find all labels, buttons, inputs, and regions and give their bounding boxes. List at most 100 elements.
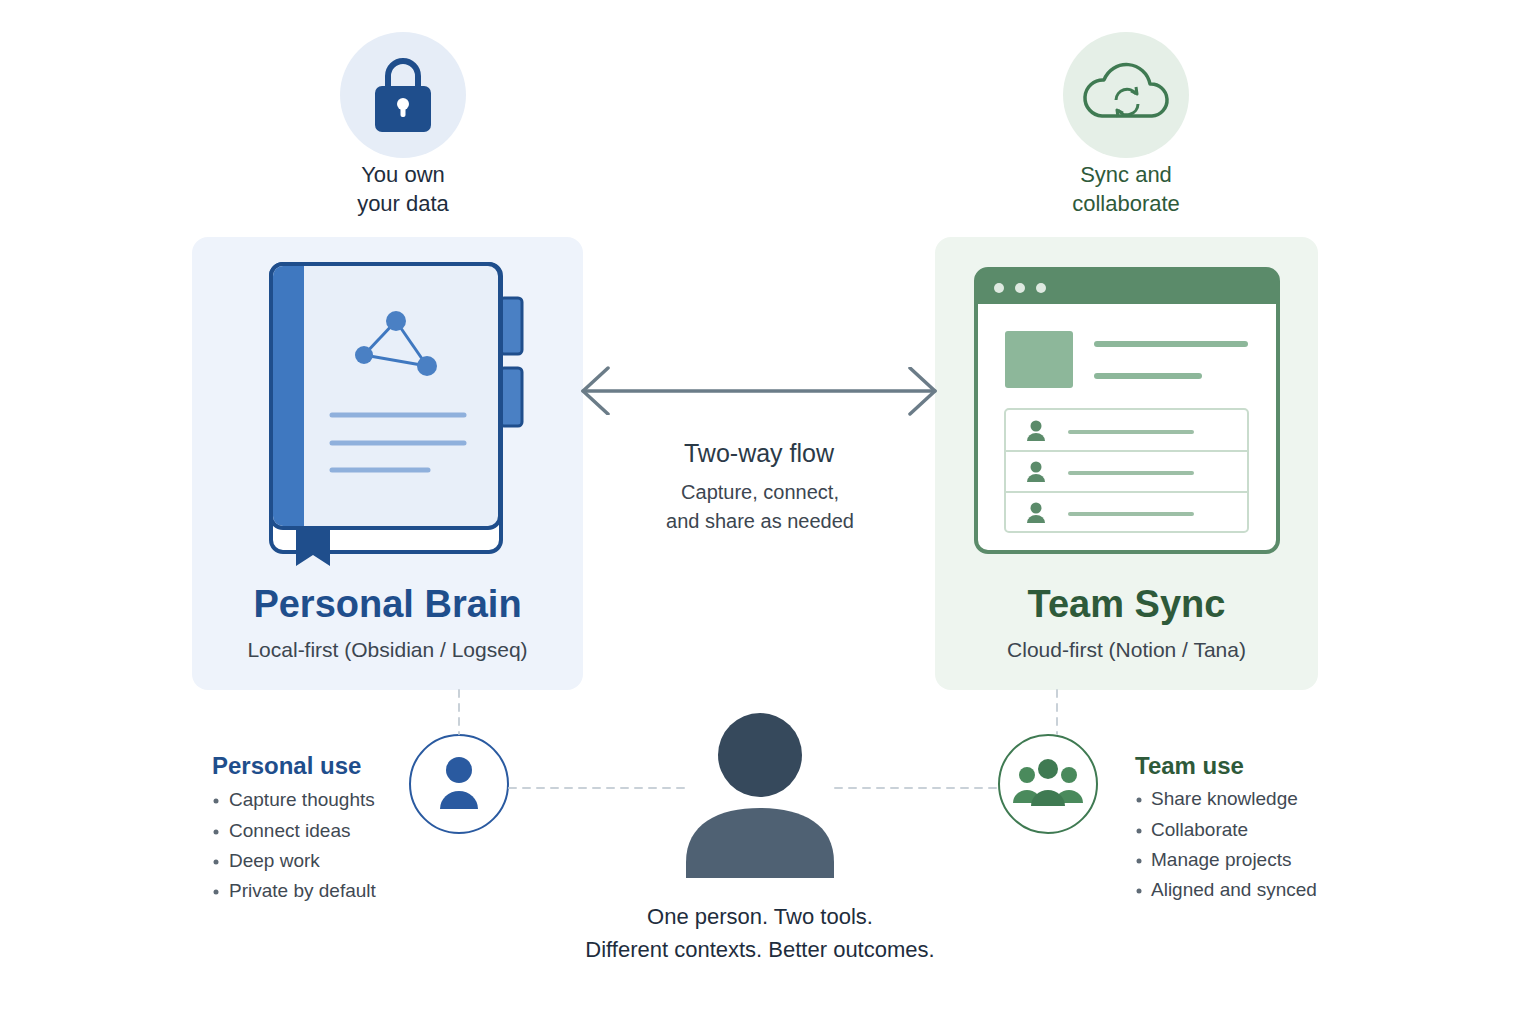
notebook-illustration (364, 321, 396, 355)
circle-outline (340, 32, 466, 158)
icon-caption: Sync and collaborate (1066, 160, 1186, 218)
connector-layer (459, 391, 1057, 788)
bullet-item: Deep work (229, 849, 459, 873)
lock-icon (375, 61, 431, 132)
use-heading: Personal use (212, 751, 402, 781)
panel-subtitle: Local-first (Obsidian / Logseq) (192, 636, 583, 664)
lock-icon (375, 86, 431, 132)
icon-circle: Sync and collaborate (1063, 32, 1189, 158)
notebook-illustration (332, 413, 464, 418)
browser-illustration (1070, 430, 1192, 434)
bullet-item: Aligned and synced (1151, 878, 1381, 902)
person-figure: One person. Two tools.Different contexts… (685, 712, 835, 878)
notebook-illustration (355, 346, 373, 364)
person-icon (446, 757, 472, 783)
notebook-illustration (500, 368, 522, 426)
lock-icon (397, 98, 409, 110)
browser-illustration (1005, 409, 1248, 532)
circle-outline (409, 734, 509, 834)
bullet-dot (214, 890, 219, 895)
browser-illustration (994, 283, 1004, 293)
icon-caption: You own your data (343, 160, 463, 218)
team-icon (1055, 790, 1083, 803)
panel-subtitle: Cloud-first (Notion / Tana) (935, 636, 1318, 664)
browser-illustration (1031, 421, 1042, 432)
bullet-item: Collaborate (1151, 818, 1381, 842)
tool-panel: Personal BrainLocal-first (Obsidian / Lo… (192, 237, 583, 690)
circle-outline (1063, 32, 1189, 158)
bullet-dot (1137, 889, 1142, 894)
browser-illustration (1027, 433, 1045, 441)
browser-illustration (1097, 341, 1245, 347)
flow-note: Capture, connect, and share as needed (665, 478, 855, 536)
user-circle: Personal useCapture thoughtsConnect idea… (409, 734, 509, 834)
browser-illustration (1070, 512, 1192, 516)
cloud-sync-icon (1131, 87, 1137, 94)
notebook-illustration (417, 356, 437, 376)
notebook-illustration (273, 266, 304, 526)
person-body (686, 808, 834, 878)
team-icon (1031, 790, 1065, 806)
cloud-sync-icon (1085, 65, 1167, 116)
bullet-dot (1137, 798, 1142, 803)
browser-illustration (1027, 474, 1045, 482)
use-heading: Team use (1135, 751, 1325, 781)
person-icon (440, 791, 478, 809)
lock-icon (388, 61, 418, 90)
bullet-dot (214, 830, 219, 835)
dashed-connector (458, 690, 460, 734)
notebook-illustration (271, 264, 500, 528)
person-icon (440, 757, 478, 809)
cloud-sync-icon (1118, 104, 1138, 115)
browser-illustration (1036, 283, 1046, 293)
bullet-item: Connect ideas (229, 819, 459, 843)
bullet-item: Share knowledge (1151, 787, 1381, 811)
team-icon (1013, 759, 1083, 806)
team-icon (1061, 767, 1077, 783)
browser-illustration (1015, 283, 1025, 293)
dashed-connector (835, 787, 998, 789)
notebook-illustration (296, 528, 330, 566)
bullet-dot (214, 798, 1142, 895)
notebook-illustration (386, 311, 406, 331)
notebook-illustration (364, 355, 427, 366)
lock-icon (401, 104, 406, 117)
browser-illustration (1097, 373, 1199, 379)
notebook-illustration (396, 321, 427, 366)
notebook-illustration (271, 264, 501, 552)
panel-title: Team Sync (935, 580, 1318, 628)
bullet-dot (214, 860, 219, 865)
browser-illustration (1027, 515, 1045, 523)
notebook-illustration (271, 264, 522, 566)
bullet-item: Private by default (229, 879, 459, 903)
notebook-illustration (500, 298, 522, 354)
bullet-dot (1137, 829, 1142, 834)
browser-illustration (976, 269, 1278, 552)
panel-title: Personal Brain (192, 580, 583, 628)
caption-line: Different contexts. Better outcomes. (460, 935, 1060, 964)
cloud-sync-icon (1116, 89, 1136, 100)
browser-illustration (1005, 450, 1248, 452)
flow-arrow (583, 389, 935, 393)
circle-outline (998, 734, 1098, 834)
dashed-connector (1056, 690, 1058, 734)
cloud-sync-icon (1085, 65, 1167, 117)
browser-illustration (1070, 471, 1192, 475)
browser-illustration (1005, 491, 1248, 493)
icon-circle: You own your data (340, 32, 466, 158)
notebook-illustration (332, 441, 464, 446)
bullet-item: Capture thoughts (229, 788, 459, 812)
bullet-item: Manage projects (1151, 848, 1381, 872)
browser-illustration (976, 269, 1278, 304)
dashed-connector (509, 787, 685, 789)
team-icon (1013, 790, 1041, 803)
edge-label: Two-way flow (629, 438, 889, 469)
caption-line: One person. Two tools. (460, 902, 1060, 931)
bullet-dot (1137, 859, 1142, 864)
notebook-illustration (332, 468, 428, 473)
browser-illustration (1005, 331, 1073, 388)
cloud-sync-icon (1117, 110, 1123, 117)
circle-outline (410, 735, 508, 833)
browser-illustration (976, 269, 1278, 552)
